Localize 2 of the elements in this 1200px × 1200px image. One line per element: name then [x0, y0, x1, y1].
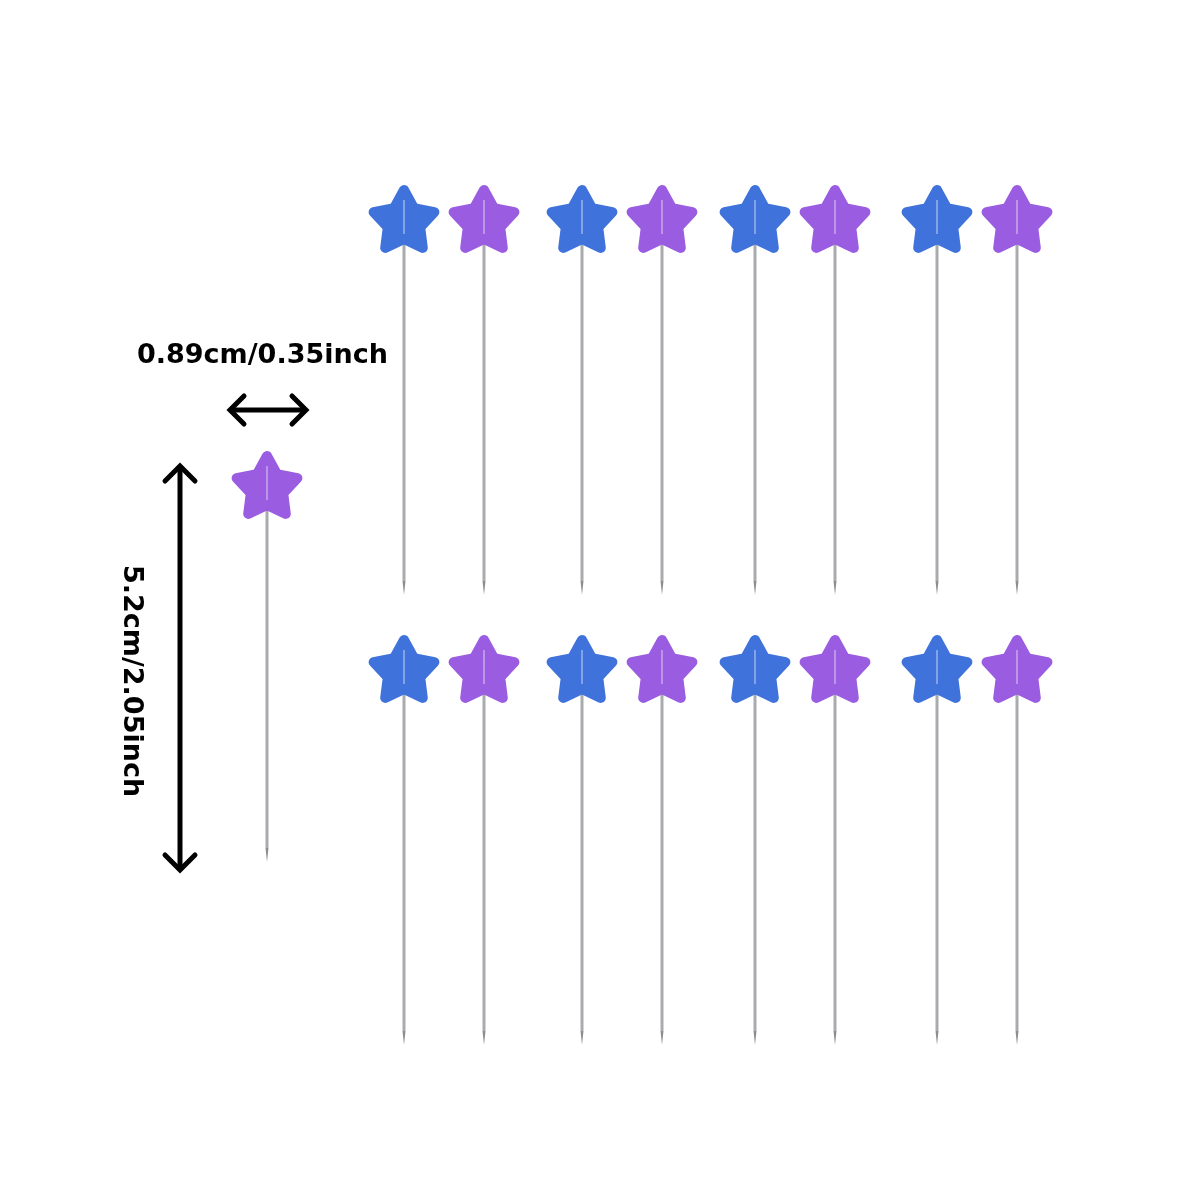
dimension-label: 0.89cm/0.35inch	[137, 340, 388, 367]
dimension-label: 5.2cm/2.05inch	[120, 565, 147, 798]
